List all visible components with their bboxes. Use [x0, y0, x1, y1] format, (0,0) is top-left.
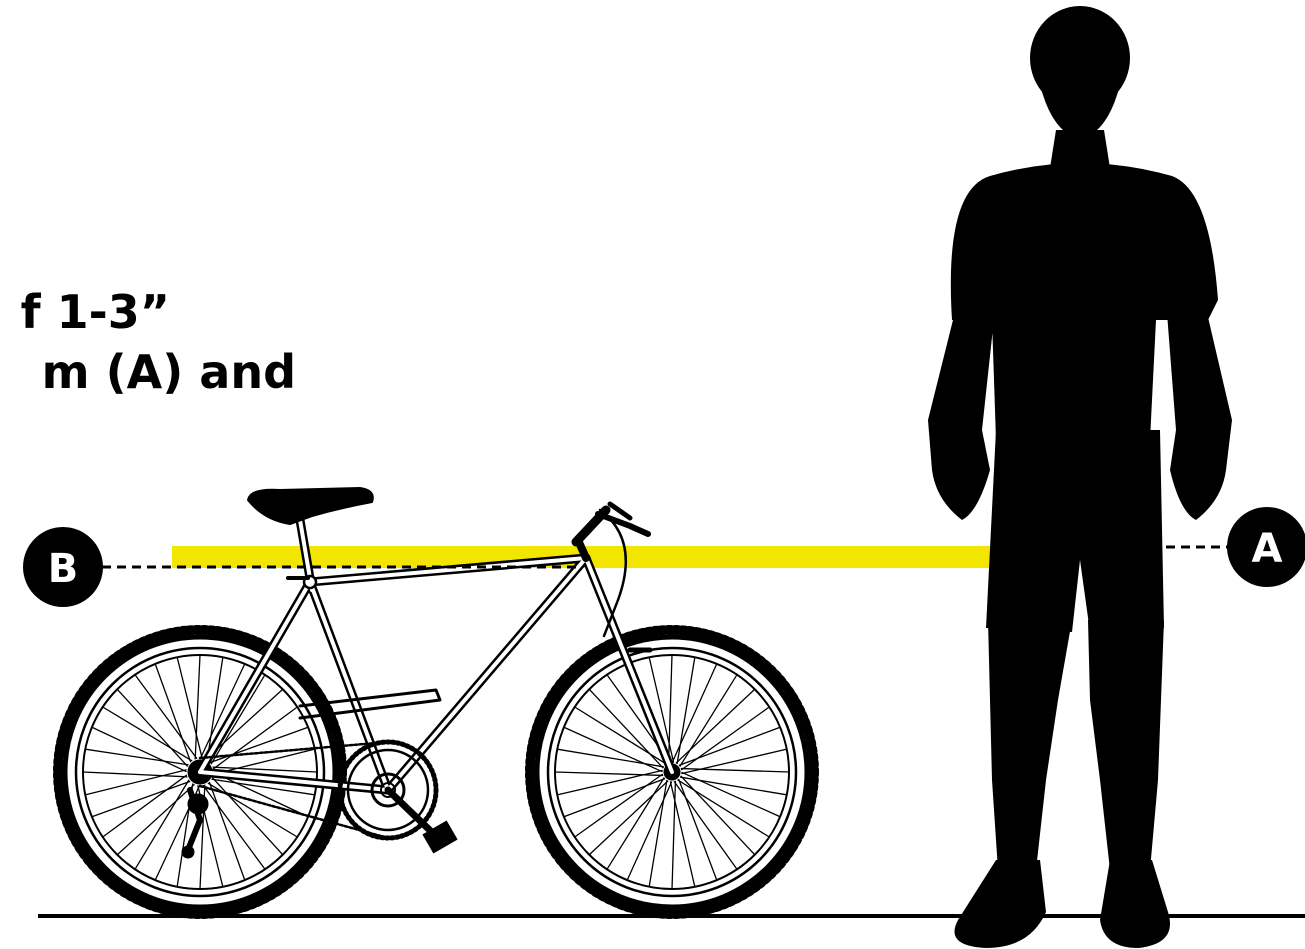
wheel-spoke	[83, 772, 187, 777]
wheel-spoke	[177, 657, 202, 758]
wheel-spoke	[214, 707, 298, 769]
wheel-spoke	[85, 770, 186, 795]
wheel-spoke	[135, 675, 197, 759]
wheel-spoke	[117, 785, 194, 855]
wheel-spoke	[92, 781, 190, 816]
wheel-spoke	[103, 775, 187, 837]
marker-b-badge: B	[23, 527, 103, 607]
wheel-spoke	[155, 664, 190, 762]
wheel-spoke	[627, 782, 671, 880]
wheel-spoke	[117, 689, 187, 766]
wheel-spoke	[85, 749, 188, 765]
wheel-spoke	[203, 786, 265, 870]
marker-b-label: B	[48, 546, 79, 592]
wheel-spoke	[680, 675, 737, 766]
wheel-spoke	[564, 727, 662, 771]
wheel-spoke	[195, 655, 200, 759]
marker-a-label: A	[1252, 526, 1283, 572]
wheel-spoke	[682, 772, 780, 816]
marker-a-badge: A	[1227, 507, 1305, 587]
wheel-spoke	[672, 664, 716, 762]
wheel-spoke	[678, 780, 769, 837]
wheel-spoke	[607, 778, 664, 869]
person-silhouette-icon	[928, 6, 1232, 948]
wheel-spoke	[213, 778, 283, 855]
saddle	[248, 488, 373, 524]
